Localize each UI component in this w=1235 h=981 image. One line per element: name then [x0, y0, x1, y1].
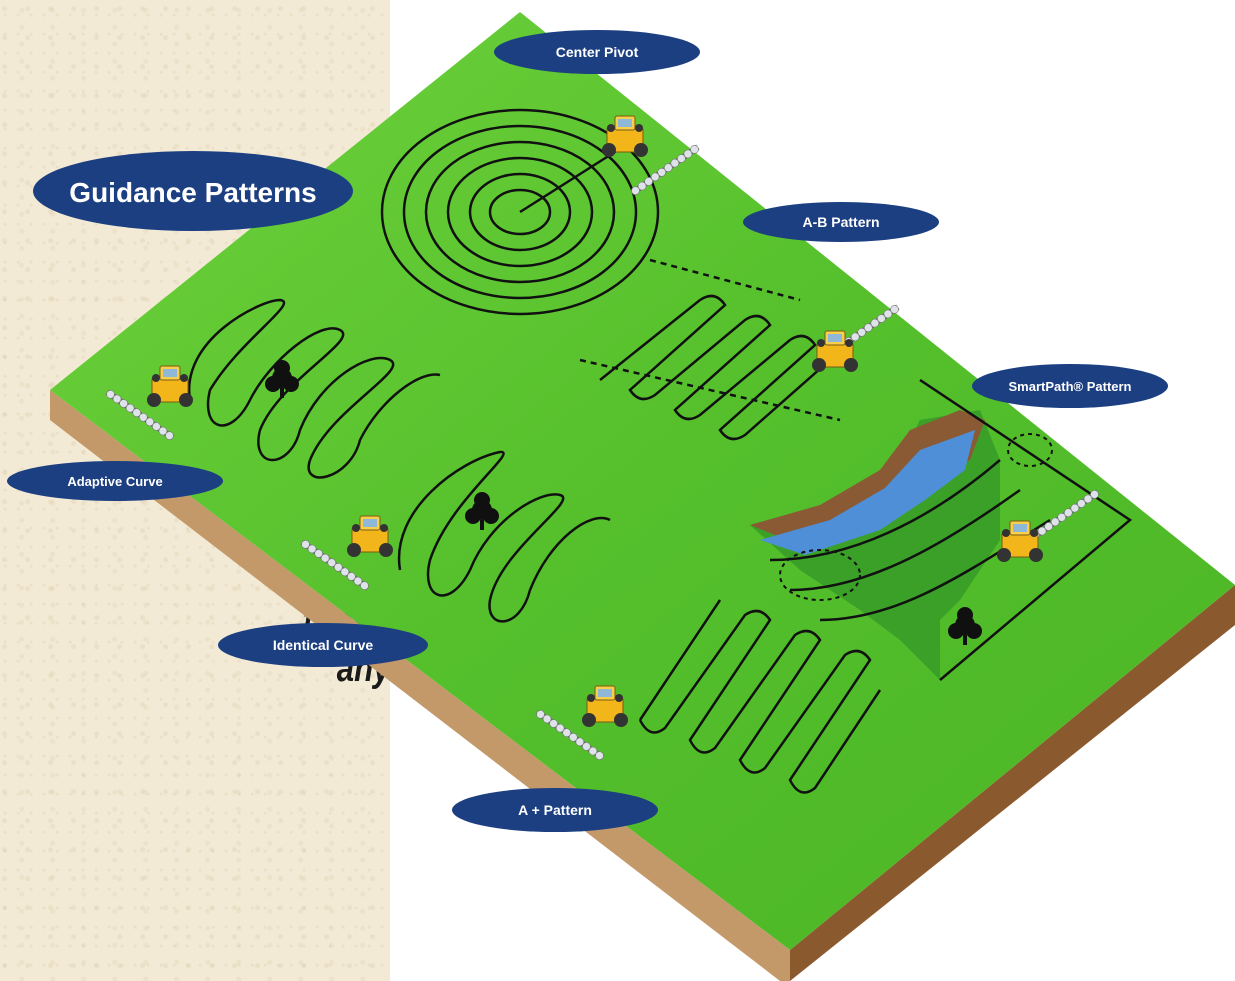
label-center-pivot: Center Pivot — [494, 30, 700, 74]
label-ab-pattern-text: A-B Pattern — [802, 214, 879, 230]
label-adaptive-curve-text: Adaptive Curve — [67, 474, 162, 489]
label-identical-curve-text: Identical Curve — [273, 637, 374, 653]
page-title: Guidance Patterns — [69, 177, 316, 208]
label-adaptive-curve: Adaptive Curve — [7, 461, 223, 501]
label-a-plus-text: A + Pattern — [518, 802, 592, 818]
label-smartpath-text: SmartPath® Pattern — [1009, 379, 1132, 394]
label-a-plus: A + Pattern — [452, 788, 658, 832]
label-ab-pattern: A-B Pattern — [743, 202, 939, 242]
label-smartpath: SmartPath® Pattern — [972, 364, 1168, 408]
label-identical-curve: Identical Curve — [218, 623, 428, 667]
heading-pill: Guidance Patterns — [33, 151, 353, 231]
label-center-pivot-text: Center Pivot — [556, 44, 639, 60]
